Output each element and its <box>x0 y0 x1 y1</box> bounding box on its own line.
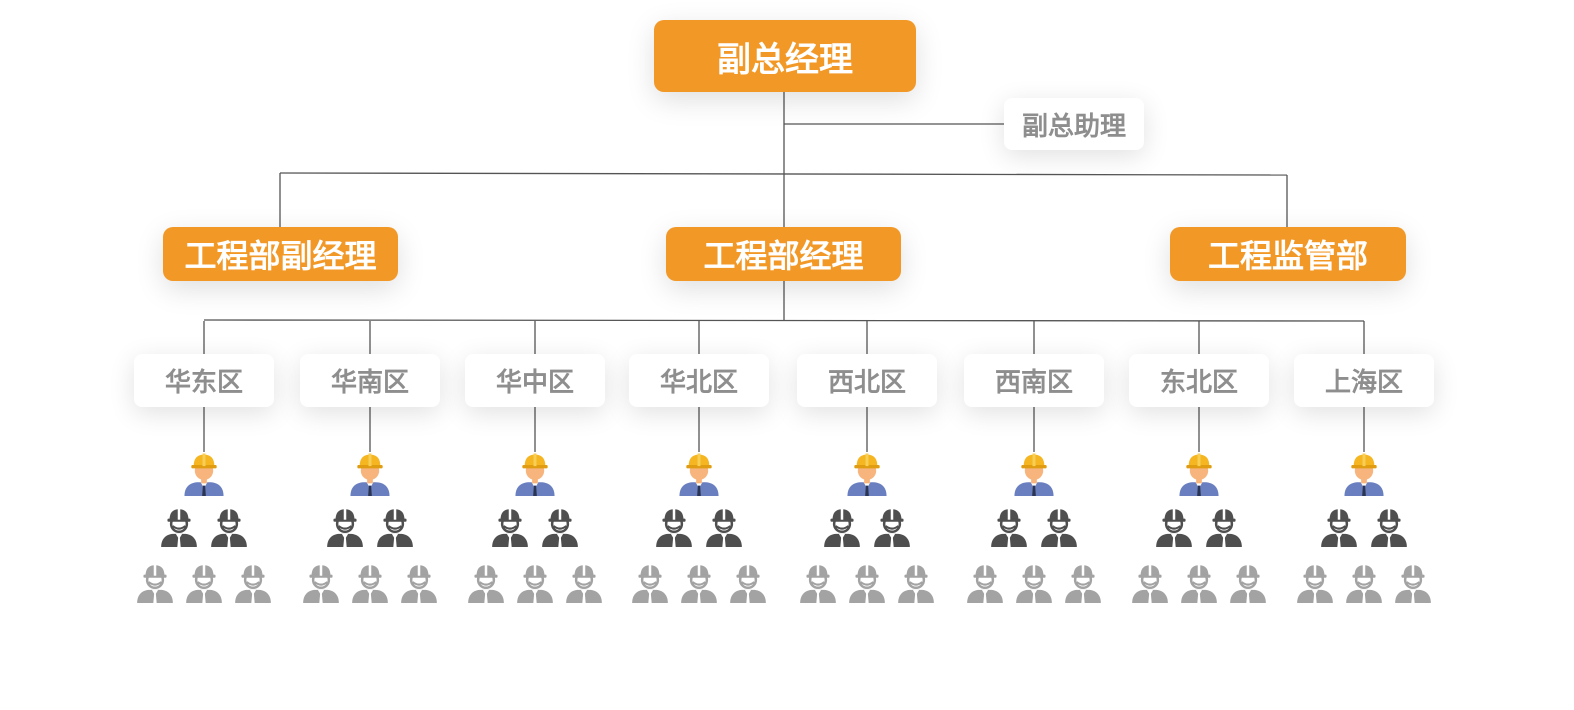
deputy-engineering-box: 工程部副经理 <box>163 227 398 281</box>
worker-light-icon <box>678 561 720 603</box>
region-box: 西南区 <box>964 354 1104 407</box>
worker-light-icon <box>1227 561 1269 603</box>
region-box: 华中区 <box>465 354 605 407</box>
assistant-label: 副总助理 <box>1021 111 1126 142</box>
worker-light-icon <box>797 561 839 603</box>
worker-dark-icon <box>324 505 366 547</box>
connector-region-bar <box>203 319 1365 322</box>
worker-light-icon <box>895 561 937 603</box>
top-manager-label: 副总经理 <box>717 39 853 80</box>
worker-light-icon <box>300 561 342 603</box>
worker-leader-icon <box>181 450 227 496</box>
worker-dark-icon <box>208 505 250 547</box>
region-label: 西南区 <box>994 368 1073 398</box>
worker-light-icon <box>1062 561 1104 603</box>
supervision-box: 工程监管部 <box>1170 227 1406 281</box>
worker-light-icon <box>964 561 1006 603</box>
worker-light-icon <box>183 561 225 603</box>
worker-light-icon <box>465 561 507 603</box>
worker-light-icon <box>514 561 556 603</box>
region-label: 东北区 <box>1159 368 1238 398</box>
worker-light-icon <box>1294 561 1336 603</box>
worker-dark-icon <box>653 505 695 547</box>
worker-light-icon <box>1013 561 1055 603</box>
engineering-manager-label: 工程部经理 <box>703 237 864 275</box>
region-box: 华南区 <box>300 354 440 407</box>
worker-dark-icon <box>158 505 200 547</box>
worker-dark-icon <box>1318 505 1360 547</box>
worker-dark-icon <box>374 505 416 547</box>
engineering-manager-box: 工程部经理 <box>666 227 901 281</box>
worker-light-icon <box>846 561 888 603</box>
worker-light-icon <box>1392 561 1434 603</box>
worker-dark-icon <box>539 505 581 547</box>
worker-leader-icon <box>347 450 393 496</box>
worker-dark-icon <box>1038 505 1080 547</box>
worker-light-icon <box>629 561 671 603</box>
worker-light-icon <box>232 561 274 603</box>
worker-light-icon <box>1178 561 1220 603</box>
worker-dark-icon <box>489 505 531 547</box>
supervision-label: 工程监管部 <box>1207 237 1368 275</box>
connector-branch-bar <box>279 172 1288 176</box>
region-label: 华中区 <box>495 368 574 398</box>
worker-leader-icon <box>1176 450 1222 496</box>
worker-leader-icon <box>1341 450 1387 496</box>
worker-dark-icon <box>988 505 1030 547</box>
top-manager-box: 副总经理 <box>654 20 916 92</box>
worker-leader-icon <box>1011 450 1057 496</box>
assistant-box: 副总助理 <box>1004 98 1144 150</box>
region-label: 华南区 <box>330 368 409 398</box>
worker-dark-icon <box>1203 505 1245 547</box>
region-box: 华北区 <box>629 354 769 407</box>
worker-dark-icon <box>821 505 863 547</box>
worker-light-icon <box>349 561 391 603</box>
worker-dark-icon <box>703 505 745 547</box>
region-box: 西北区 <box>797 354 937 407</box>
deputy-engineering-label: 工程部副经理 <box>184 237 377 275</box>
region-label: 华东区 <box>164 368 243 398</box>
worker-light-icon <box>727 561 769 603</box>
worker-light-icon <box>1343 561 1385 603</box>
region-label: 西北区 <box>827 368 906 398</box>
worker-light-icon <box>134 561 176 603</box>
worker-dark-icon <box>1368 505 1410 547</box>
region-label: 华北区 <box>659 368 738 398</box>
worker-leader-icon <box>512 450 558 496</box>
region-box: 上海区 <box>1294 354 1434 407</box>
region-box: 东北区 <box>1129 354 1269 407</box>
worker-dark-icon <box>871 505 913 547</box>
region-box: 华东区 <box>134 354 274 407</box>
worker-leader-icon <box>676 450 722 496</box>
worker-dark-icon <box>1153 505 1195 547</box>
worker-light-icon <box>398 561 440 603</box>
worker-light-icon <box>1129 561 1171 603</box>
region-label: 上海区 <box>1324 368 1403 398</box>
worker-light-icon <box>563 561 605 603</box>
worker-leader-icon <box>844 450 890 496</box>
